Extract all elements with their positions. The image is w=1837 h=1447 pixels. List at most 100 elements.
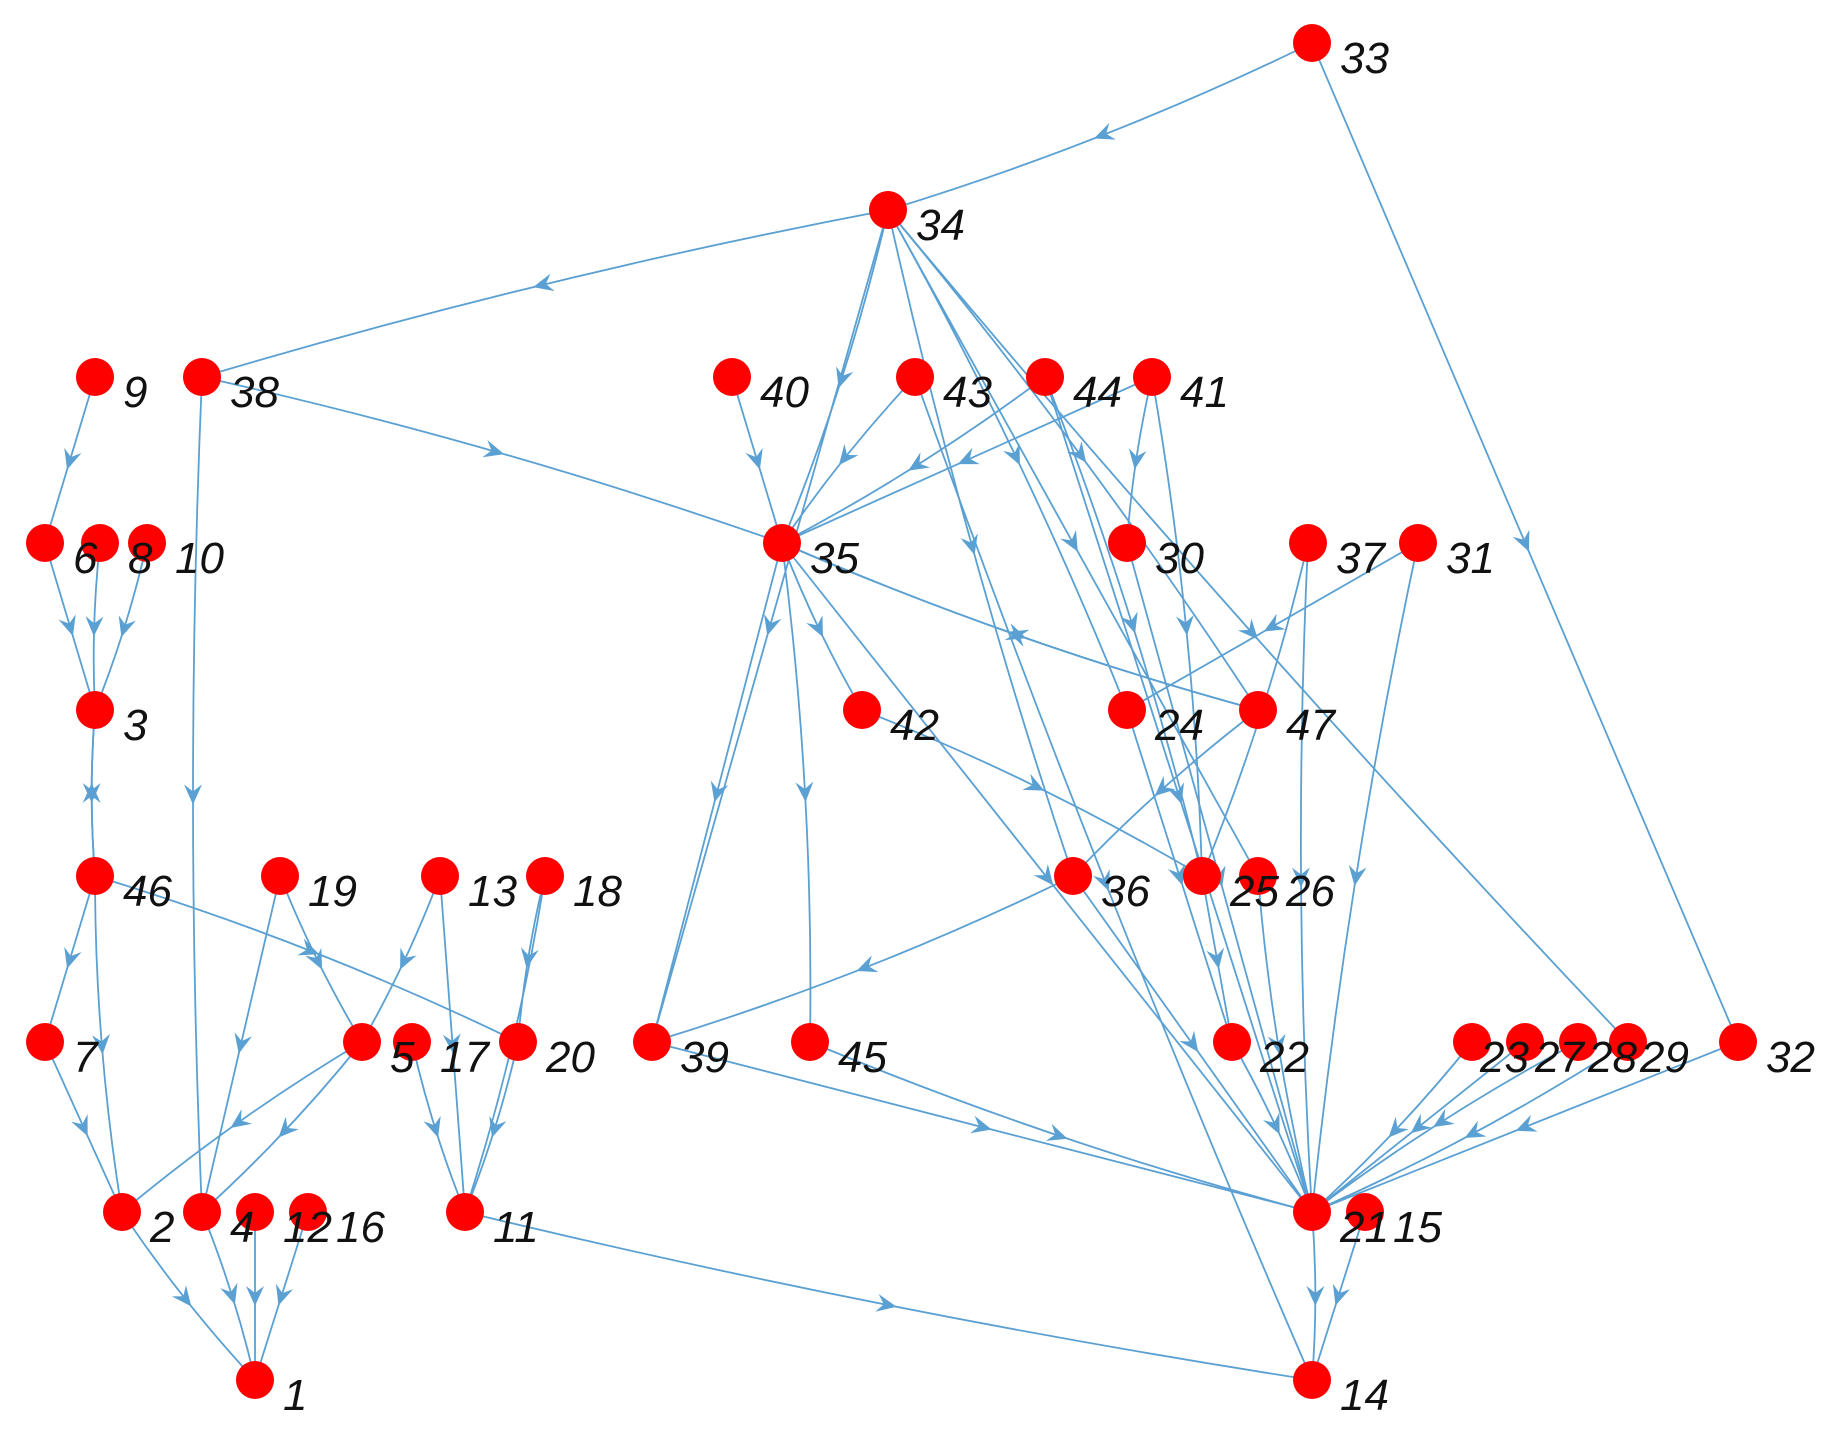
node-1 [236,1361,274,1399]
node-label-1: 1 [283,1371,307,1420]
node-9 [76,358,114,396]
node-label-23: 23 [1479,1033,1529,1082]
node-label-21: 21 [1339,1203,1389,1252]
node-label-2: 2 [149,1203,174,1252]
edge-33-32 [1311,42,1739,1043]
edge-34-35 [781,209,889,544]
node-18 [526,857,564,895]
node-label-45: 45 [838,1033,887,1082]
node-label-41: 41 [1180,368,1229,417]
edge-36-21 [1072,875,1313,1213]
node-16 [289,1193,327,1231]
edge-41-35 [781,376,1153,544]
edge-24-22 [1126,709,1233,1043]
node-label-28: 28 [1587,1033,1637,1082]
node-label-10: 10 [175,534,224,583]
node-label-5: 5 [390,1033,415,1082]
edge-34-24 [887,209,1128,711]
edge-35-42 [781,542,863,711]
node-label-6: 6 [73,534,98,583]
edge-29-21 [1311,1041,1629,1213]
edge-8-3 [85,542,104,711]
edge-43-14 [914,376,1313,1381]
edge-41-30 [1126,376,1153,544]
node-45 [791,1023,829,1061]
node-5 [343,1023,381,1061]
node-38 [183,358,221,396]
edge-25-22 [1201,875,1233,1043]
node-label-13: 13 [468,867,517,916]
node-label-26: 26 [1285,867,1335,916]
node-label-44: 44 [1073,368,1122,417]
edge-5-4 [201,1041,363,1213]
node-label-32: 32 [1766,1033,1815,1082]
node-12 [236,1193,274,1231]
edge-31-24 [1126,542,1419,711]
node-label-24: 24 [1154,701,1204,750]
edge-35-39 [651,542,783,1043]
node-33 [1293,24,1331,62]
node-8 [81,524,119,562]
edge-47-36 [1072,709,1259,877]
edge-46-7 [44,875,96,1043]
edge-20-11 [464,1041,519,1213]
edge-35-21 [781,542,1313,1213]
node-label-12: 12 [283,1203,332,1252]
edge-42-25 [861,709,1203,877]
edge-7-2 [44,1041,123,1213]
edge-37-21 [1291,542,1313,1213]
edge-34-26 [887,209,1259,877]
node-label-7: 7 [73,1033,99,1082]
node-label-20: 20 [545,1033,595,1082]
node-21 [1293,1193,1331,1231]
edge-38-35 [201,376,783,544]
node-40 [713,358,751,396]
edge-28-21 [1311,1041,1579,1213]
node-13 [421,857,459,895]
edge-45-21 [809,1041,1313,1213]
node-label-42: 42 [890,701,939,750]
node-46 [76,857,114,895]
edge-10-3 [94,542,148,711]
node-label-8: 8 [128,534,153,583]
node-35 [763,524,801,562]
node-label-14: 14 [1340,1371,1389,1420]
node-42 [843,691,881,729]
node-label-18: 18 [573,867,622,916]
edge-27-21 [1311,1041,1526,1213]
edge-5-2 [121,1041,363,1213]
node-26 [1239,857,1277,895]
edge-16-1 [254,1211,309,1381]
edge-34-36 [887,209,1074,877]
edge-36-39 [651,875,1074,1043]
node-24 [1108,691,1146,729]
edge-44-21 [1044,376,1313,1213]
node-label-34: 34 [916,201,965,250]
node-44 [1026,358,1064,396]
node-label-19: 19 [308,867,357,916]
node-label-29: 29 [1639,1033,1689,1082]
node-layer [26,24,1757,1399]
node-label-39: 39 [680,1033,729,1082]
edge-layer [44,42,1739,1381]
node-label-43: 43 [943,368,992,417]
node-14 [1293,1361,1331,1399]
node-label-15: 15 [1393,1203,1442,1252]
edge-21-14 [1306,1211,1325,1381]
node-label-27: 27 [1534,1033,1585,1082]
node-label-30: 30 [1155,534,1204,583]
node-2 [103,1193,141,1231]
edge-39-21 [651,1041,1313,1213]
edge-46-2 [92,875,123,1213]
node-36 [1054,857,1092,895]
edge-46-3 [82,709,101,877]
edge-38-4 [184,376,203,1213]
node-47 [1239,691,1277,729]
node-label-36: 36 [1101,867,1150,916]
edge-19-5 [279,875,363,1043]
edge-32-21 [1311,1041,1739,1213]
node-7 [26,1023,64,1061]
edge-47-35 [781,542,1259,711]
node-32 [1719,1023,1757,1061]
